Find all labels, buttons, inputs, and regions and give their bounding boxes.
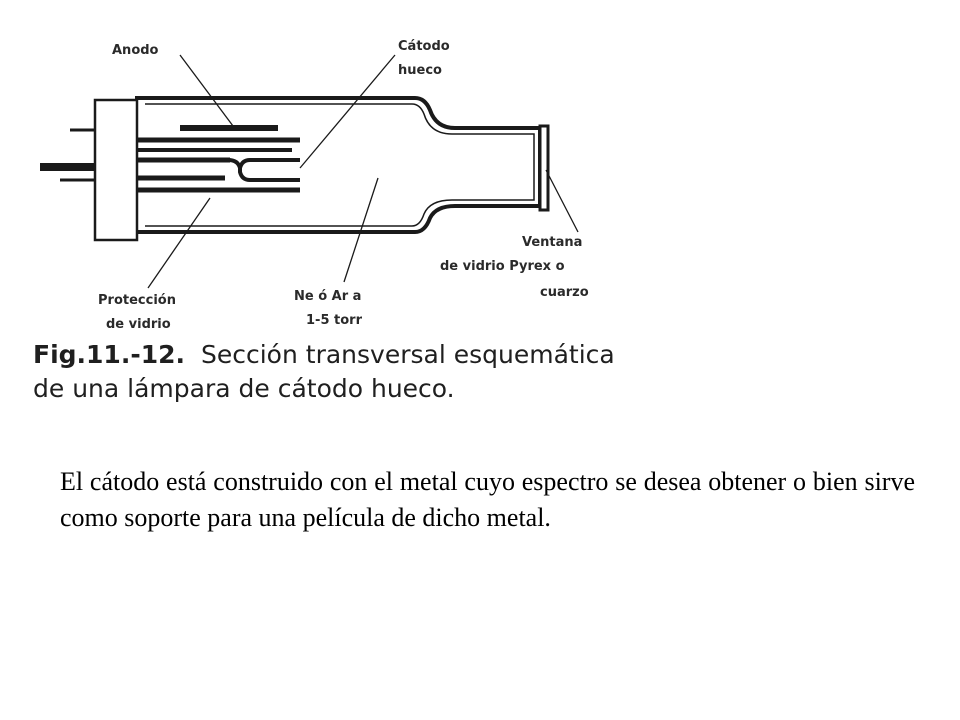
label-window-3: cuarzo <box>540 285 589 300</box>
label-cathode-1: Cátodo <box>398 39 450 54</box>
leader-cathode <box>299 54 396 169</box>
glass-envelope-inner <box>145 103 535 227</box>
label-gas-2: 1-5 torr <box>306 313 363 328</box>
label-shield-2: de vidrio <box>106 317 171 332</box>
figure-caption: Fig.11.-12.Sección transversal esquemáti… <box>33 338 633 406</box>
label-window-1: Ventana <box>522 235 582 250</box>
label-anode: Anodo <box>112 43 159 58</box>
body-paragraph: El cátodo está construido con el metal c… <box>60 467 915 532</box>
label-window-2: de vidrio Pyrex o <box>440 259 565 274</box>
label-cathode-2: hueco <box>398 63 442 78</box>
window <box>538 124 550 212</box>
hollow-cathode-lamp-diagram: Anodo Cátodo hueco Ventana de vidrio Pyr… <box>40 39 589 332</box>
label-shield-1: Protección <box>98 293 176 308</box>
hollow-cathode <box>227 158 300 182</box>
leader-window <box>545 169 579 233</box>
lamp-base <box>93 98 139 242</box>
label-gas-1: Ne ó Ar a <box>294 289 361 304</box>
caption-text: Sección transversal esquemática de una l… <box>33 340 615 403</box>
leader-shield <box>147 197 211 289</box>
leader-gas <box>343 177 379 283</box>
leader-anode <box>179 54 237 131</box>
figure-number: Fig.11.-12. <box>33 340 185 369</box>
glass-envelope <box>135 96 542 234</box>
